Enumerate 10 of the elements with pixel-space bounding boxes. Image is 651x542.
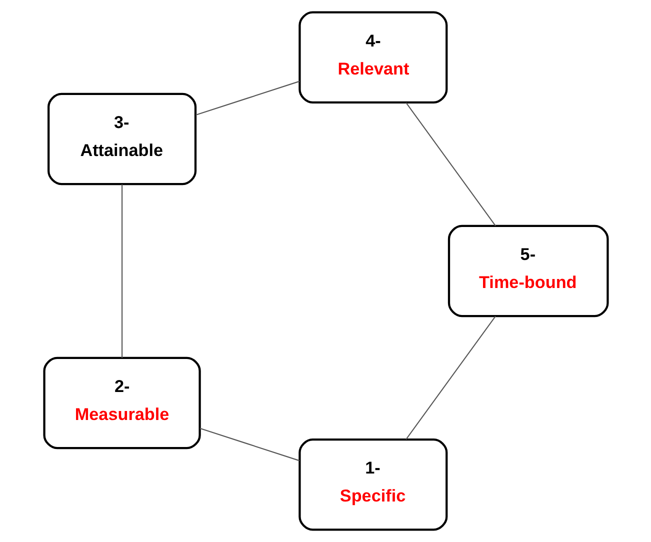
connector: [405, 102, 496, 226]
connector: [199, 428, 300, 462]
connector: [405, 316, 496, 440]
node-box: 3- Attainable: [47, 92, 196, 186]
node-box: 5- Time-bound: [447, 224, 608, 318]
node-box: 1- Specific: [298, 438, 448, 531]
connector: [121, 184, 122, 358]
node-box: 4- Relevant: [298, 11, 448, 104]
connector: [195, 80, 300, 116]
node-box: 2- Measurable: [42, 356, 200, 450]
